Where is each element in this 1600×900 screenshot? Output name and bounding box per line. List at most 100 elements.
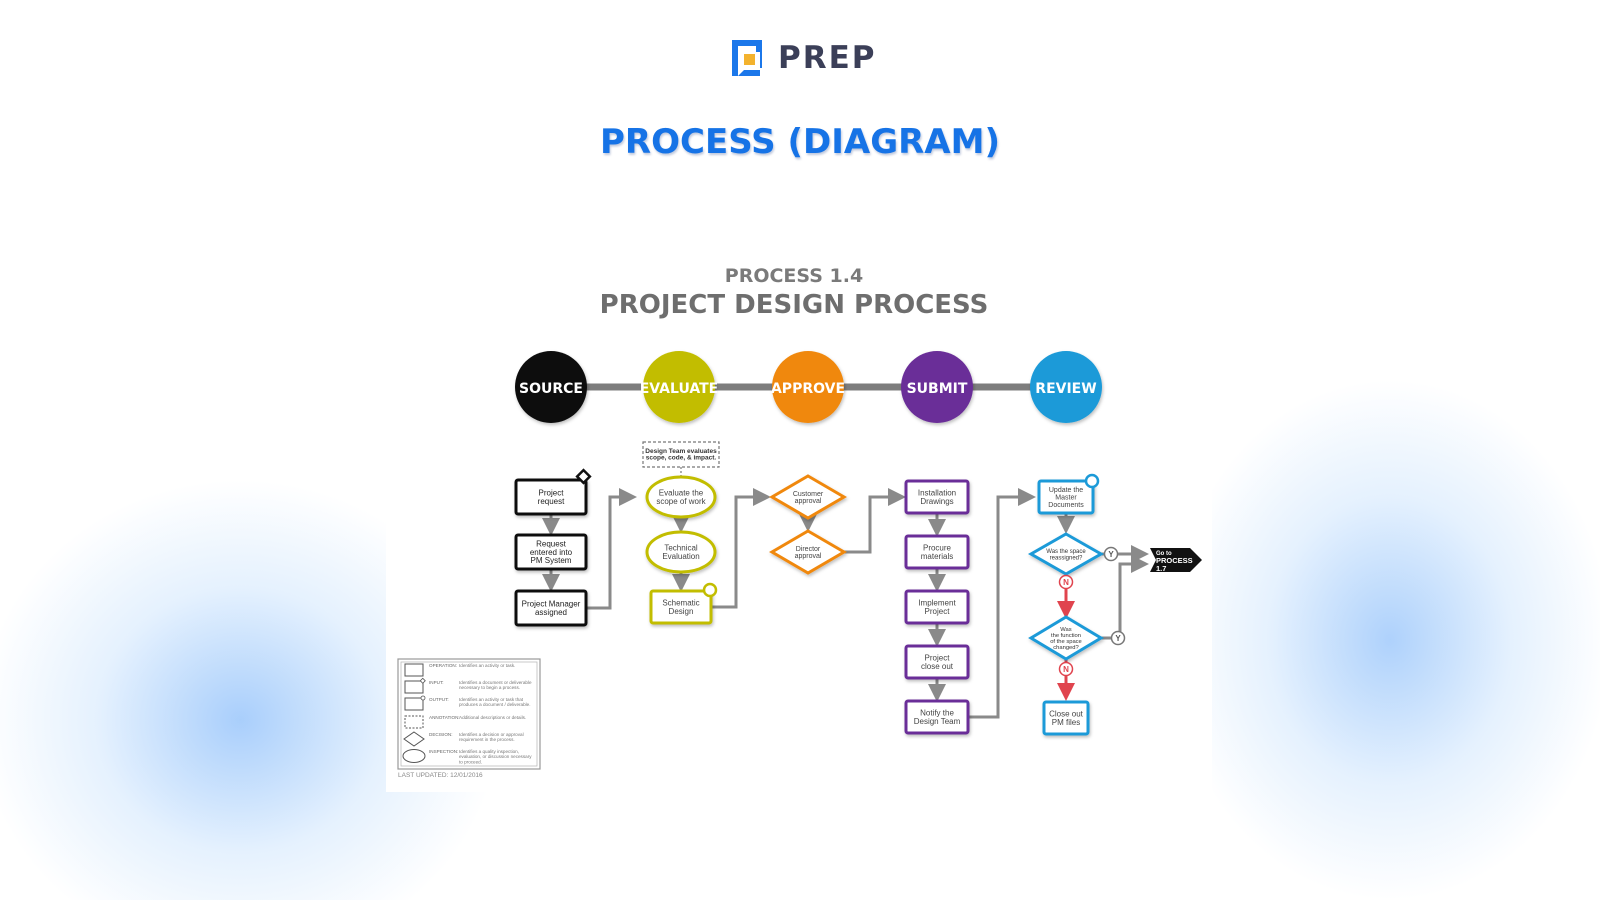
source-step-text-2-line-1: assigned <box>535 608 567 617</box>
submit-step-text-4-line-1: Design Team <box>914 717 961 726</box>
legend-term-5: INSPECTION: <box>429 749 458 754</box>
phase-label-submit: SUBMIT <box>907 381 968 397</box>
legend-term-4: DECISION: <box>429 732 452 737</box>
yes-label-1: Y <box>1108 550 1114 559</box>
legend-desc-1-0: Identifies a document or deliverable <box>459 680 532 685</box>
annotation-box <box>642 441 720 468</box>
legend-symbol-ann <box>404 715 424 729</box>
goto-line-0: Go to <box>1156 551 1172 557</box>
source-step-box-2 <box>514 589 588 627</box>
yes-marker-2 <box>1110 630 1126 646</box>
legend-desc-1-1: necessary to begin a process. <box>459 685 520 690</box>
review-decision-text-1-line-0: Was the space <box>1046 549 1086 555</box>
yes-marker-1 <box>1103 546 1119 562</box>
approve-text-1-line-0: Director <box>796 546 821 553</box>
legend-term-1: INPUT: <box>429 680 444 685</box>
approve-decision-0 <box>769 474 847 520</box>
review-decision-text-1-line-1: reassigned? <box>1050 555 1083 561</box>
phase-label-approve: APPROVE <box>771 381 845 397</box>
no-label-2: N <box>1063 665 1069 674</box>
diagram-subtitle: PROCESS 1.4 <box>725 265 863 287</box>
review-output-marker <box>1084 473 1100 489</box>
source-step-text-2-line-0: Project Manager <box>522 600 581 609</box>
phase-circle-source <box>515 351 587 423</box>
submit-step-box-0 <box>904 479 970 515</box>
submit-step-box-4 <box>904 699 970 735</box>
submit-step-box-1 <box>904 534 970 570</box>
submit-step-text-0-line-1: Drawings <box>920 497 953 506</box>
evaluate-output-marker <box>702 582 718 598</box>
submit-step-text-3-line-0: Project <box>925 654 951 663</box>
review-update-text-line-0: Update the <box>1049 487 1083 494</box>
legend-desc-4-1: requirement in the process. <box>459 737 515 742</box>
conn-source-to-evaluate <box>586 488 637 610</box>
phase-circle-review <box>1030 351 1102 423</box>
submit-step-text-2-line-1: Project <box>925 607 951 616</box>
source-step-text-0-line-0: Project <box>539 489 565 498</box>
conn-approve-to-submit <box>844 488 906 554</box>
evaluate-step-shape-0 <box>645 475 717 519</box>
submit-step-text-4-line-0: Notify the <box>920 709 954 718</box>
submit-step-box-2 <box>904 589 970 625</box>
review-update-text-line-1: Master <box>1055 494 1077 501</box>
legend-desc-2-0: Identifies an activity or task that <box>459 697 524 702</box>
no-label-1: N <box>1063 578 1069 587</box>
source-step-box-0 <box>514 478 588 516</box>
evaluate-step-text-2-line-0: Schematic <box>662 599 699 608</box>
conn-submit-to-review <box>968 488 1036 719</box>
goto-process-tag <box>1150 548 1202 572</box>
evaluate-step-shape-2 <box>649 589 713 625</box>
legend-term-0: OPERATION: <box>429 663 457 668</box>
source-step-text-1-line-0: Request <box>536 539 567 548</box>
brand-name: PREP <box>778 40 877 76</box>
legend-desc-4-0: Identifies a decision or approval <box>459 732 524 737</box>
review-update-box <box>1037 479 1095 515</box>
submit-step-text-0-line-0: Installation <box>918 489 956 498</box>
submit-step-text-3-line-1: close out <box>921 662 954 671</box>
annotation-text-line-1: scope, code, & impact. <box>646 455 717 462</box>
review-decision-text-2-line-0: Was <box>1060 627 1071 633</box>
evaluate-step-shape-1 <box>645 530 717 574</box>
yes-label-2: Y <box>1115 634 1121 643</box>
phase-circle-evaluate <box>643 351 715 423</box>
approve-decision-1 <box>769 529 847 575</box>
brand-logo[interactable]: PREP <box>730 38 877 78</box>
legend-box-inner <box>400 661 538 767</box>
evaluate-step-text-2-line-1: Design <box>669 607 694 616</box>
legend-symbol-op <box>404 663 424 677</box>
legend-output-mark <box>420 695 426 701</box>
evaluate-step-text-0-line-1: scope of work <box>656 497 706 506</box>
conn-evaluate-to-approve <box>711 488 771 609</box>
legend-desc-0-0: Identifies an activity or task. <box>459 663 515 668</box>
submit-step-text-1-line-0: Procure <box>923 544 952 553</box>
approve-text-0-line-1: approval <box>795 498 822 505</box>
legend-term-3: ANNOTATION: <box>429 715 460 720</box>
approve-text-0-line-0: Customer <box>793 491 824 498</box>
legend-symbol-in <box>404 680 424 694</box>
approve-text-1-line-1: approval <box>795 553 822 560</box>
legend-desc-5-0: Identifies a quality inspection, <box>459 749 519 754</box>
close-out-text-line-1: PM files <box>1052 718 1080 727</box>
legend-term-2: OUTPUT: <box>429 697 449 702</box>
close-out-box <box>1042 700 1090 736</box>
source-step-text-1-line-2: PM System <box>531 556 572 565</box>
submit-step-box-3 <box>904 644 970 680</box>
phase-label-evaluate: EVALUATE <box>640 381 719 397</box>
review-decision-2 <box>1028 615 1104 661</box>
review-update-text-line-2: Documents <box>1048 502 1084 509</box>
legend-symbol-insp <box>402 749 426 763</box>
legend-desc-5-2: to proceed. <box>459 759 482 764</box>
evaluate-step-text-1-line-1: Evaluation <box>662 552 699 561</box>
review-decision-text-2-line-3: changed? <box>1053 645 1079 651</box>
review-decision-text-2-line-1: the function <box>1051 633 1081 639</box>
goto-line-1: PROCESS <box>1156 556 1193 565</box>
no-marker-2 <box>1058 661 1074 677</box>
last-updated: LAST UPDATED: 12/01/2016 <box>398 772 483 779</box>
legend-symbol-dec <box>403 731 425 747</box>
legend-desc-5-1: evaluation, or discussion necessary <box>459 754 532 759</box>
source-step-box-1 <box>514 533 588 571</box>
page-title: PROCESS (DIAGRAM) <box>600 122 1000 162</box>
legend-desc-3-0: Additional descriptions or details. <box>459 715 526 720</box>
